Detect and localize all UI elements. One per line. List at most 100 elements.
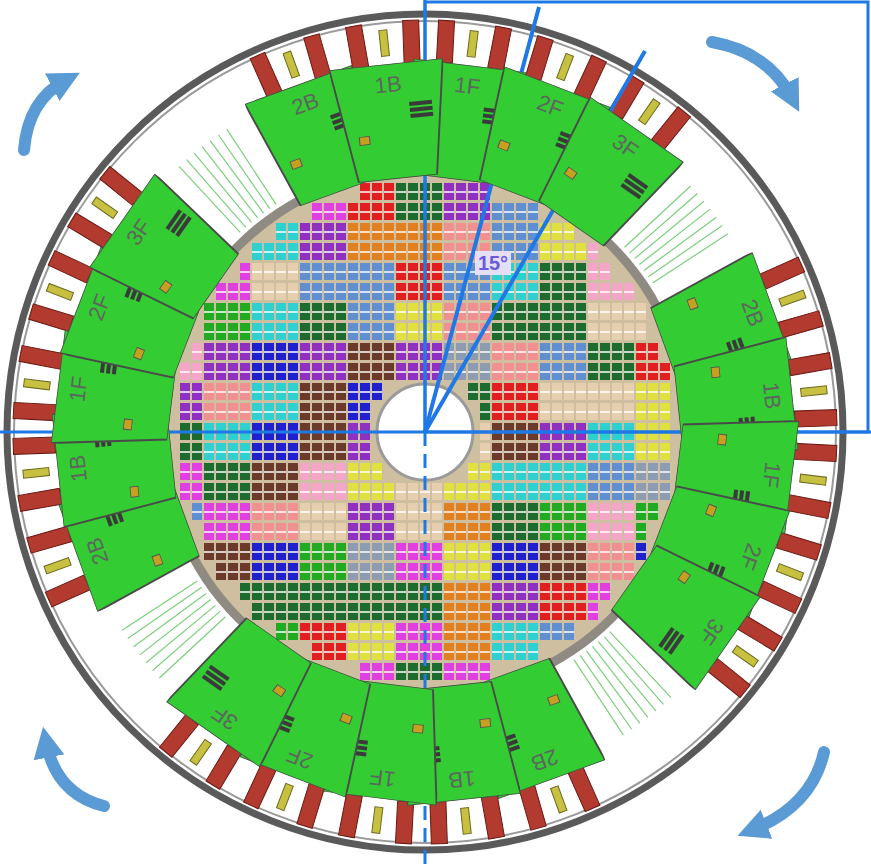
sensor-tile bbox=[228, 383, 238, 400]
sensor-tile bbox=[348, 483, 358, 500]
tile-gap bbox=[384, 611, 394, 613]
sensor-tile bbox=[240, 463, 250, 480]
tile-gap bbox=[480, 391, 490, 393]
tile-gap bbox=[348, 611, 358, 613]
board-outline bbox=[166, 608, 325, 768]
cable-bundle bbox=[48, 251, 93, 283]
connector bbox=[467, 31, 478, 58]
tile-gap bbox=[216, 571, 226, 573]
sensor-tile bbox=[336, 383, 346, 400]
sensor-tile bbox=[348, 583, 358, 600]
sensor-tile bbox=[600, 483, 610, 500]
tile-gap bbox=[480, 551, 490, 553]
tile-gap bbox=[324, 391, 334, 393]
tile-gap bbox=[300, 331, 310, 333]
tile-gap bbox=[636, 491, 646, 493]
sensor-tile bbox=[552, 363, 562, 380]
tile-gap bbox=[240, 391, 250, 393]
sensor-tile bbox=[492, 543, 502, 560]
tile-gap bbox=[264, 371, 274, 373]
tile-gap bbox=[600, 391, 610, 393]
sensor-tile bbox=[384, 543, 394, 560]
tile-gap bbox=[600, 491, 610, 493]
tile-gap bbox=[612, 471, 622, 473]
sensor-tile bbox=[564, 483, 574, 500]
tile-gap bbox=[540, 551, 550, 553]
sensor-tile bbox=[444, 183, 454, 200]
tile-gap bbox=[552, 331, 562, 333]
tile-gap bbox=[348, 271, 358, 273]
sensor-tile bbox=[516, 403, 526, 420]
tile-gap bbox=[516, 311, 526, 313]
tile-gap bbox=[552, 411, 562, 413]
tile-gap bbox=[600, 511, 610, 513]
sensor-tile bbox=[636, 383, 646, 400]
tile-gap bbox=[588, 551, 598, 553]
sensor-tile bbox=[240, 343, 250, 360]
sensor-tile bbox=[432, 523, 442, 540]
tile-gap bbox=[348, 291, 358, 293]
tile-gap bbox=[408, 331, 418, 333]
tile-gap bbox=[228, 371, 238, 373]
tile-gap bbox=[408, 311, 418, 313]
sensor-tile bbox=[192, 443, 202, 460]
tile-gap bbox=[552, 351, 562, 353]
sensor-tile bbox=[552, 523, 562, 540]
tile-gap bbox=[468, 571, 478, 573]
sensor-tile bbox=[192, 383, 202, 400]
tile-gap bbox=[600, 271, 610, 273]
tile-gap bbox=[504, 451, 514, 453]
sensor-tile bbox=[264, 303, 274, 320]
sensor-tile bbox=[384, 603, 394, 620]
chip bbox=[176, 216, 192, 237]
sensor-tile bbox=[480, 523, 490, 540]
sensor-tile bbox=[288, 623, 298, 640]
chip bbox=[410, 106, 433, 112]
tile-gap bbox=[192, 471, 202, 473]
tile-gap bbox=[252, 611, 262, 613]
sensor-tile bbox=[240, 583, 250, 600]
tile-gap bbox=[396, 371, 406, 373]
tile-gap bbox=[636, 391, 646, 393]
tile-gap bbox=[324, 351, 334, 353]
tile-gap bbox=[444, 231, 454, 233]
tile-gap bbox=[372, 351, 382, 353]
fiber-line bbox=[202, 147, 257, 218]
sensor-tile bbox=[648, 443, 658, 460]
chip bbox=[209, 665, 230, 681]
sensor-tile bbox=[636, 443, 646, 460]
tile-gap bbox=[552, 631, 562, 633]
tile-gap bbox=[504, 311, 514, 313]
tile-gap bbox=[624, 531, 634, 533]
cable-bundles bbox=[13, 20, 837, 844]
sensor-tile bbox=[204, 543, 214, 560]
tile-gap bbox=[516, 631, 526, 633]
tile-gap bbox=[600, 551, 610, 553]
tile-gap bbox=[432, 231, 442, 233]
sensor-tile bbox=[288, 303, 298, 320]
sensor-tile bbox=[216, 463, 226, 480]
tile-gap bbox=[312, 351, 322, 353]
cable-bundle bbox=[519, 785, 546, 830]
tile-gap bbox=[444, 311, 454, 313]
cable-bundle bbox=[488, 26, 512, 70]
tile-gap bbox=[300, 571, 310, 573]
tile-gap bbox=[384, 191, 394, 193]
sensor-tile bbox=[576, 363, 586, 380]
sensor-tile bbox=[504, 343, 514, 360]
sensor-tile bbox=[456, 523, 466, 540]
sensor-tile bbox=[180, 403, 190, 420]
sensor-tile bbox=[636, 503, 646, 520]
tile-gap bbox=[276, 411, 286, 413]
sensor-tile bbox=[564, 343, 574, 360]
tile-gap bbox=[612, 511, 622, 513]
sensor-tile bbox=[432, 263, 442, 280]
sensor-tile bbox=[216, 323, 226, 340]
sensor-tile bbox=[264, 443, 274, 460]
sensor-tile bbox=[528, 643, 538, 660]
sensor-tile bbox=[564, 323, 574, 340]
tile-gap bbox=[360, 191, 370, 193]
tile-gap bbox=[324, 271, 334, 273]
tile-gap bbox=[288, 471, 298, 473]
connector-pad bbox=[711, 367, 720, 378]
